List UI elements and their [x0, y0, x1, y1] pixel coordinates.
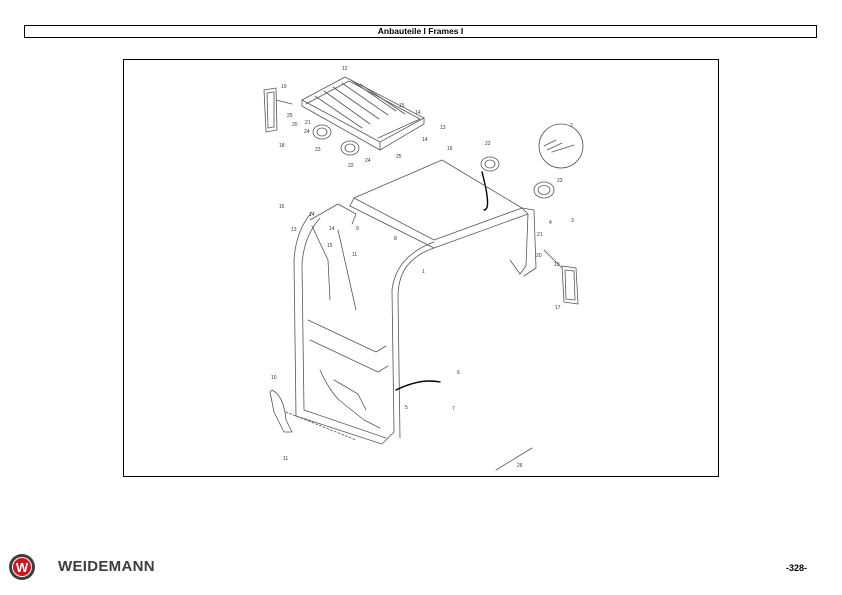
callout-13: 13 — [440, 125, 446, 131]
cab-body — [293, 203, 537, 445]
right-mirror — [543, 249, 579, 305]
callout-22b: 22 — [485, 141, 491, 147]
callout-21: 21 — [305, 120, 311, 126]
callout-25b: 25 — [396, 154, 402, 160]
callout-15b: 15 — [327, 243, 333, 249]
cab-roof — [349, 159, 529, 249]
callout-18: 18 — [279, 143, 285, 149]
callout-20: 20 — [292, 122, 298, 128]
callout-19: 19 — [281, 84, 287, 90]
cab-frame-drawing: 12 19 25 20 21 24 18 23 22 24 25 15 14 1… — [263, 66, 584, 471]
callout-14: 14 — [415, 110, 421, 116]
callout-14c: 14 — [309, 212, 315, 218]
work-lights-top — [312, 124, 360, 156]
callout-24b: 24 — [365, 158, 371, 164]
detail-circle — [538, 123, 584, 169]
callout-12: 12 — [342, 66, 348, 72]
callout-3: 3 — [571, 218, 574, 224]
callout-8: 8 — [394, 236, 397, 242]
callout-22: 22 — [348, 163, 354, 169]
callout-23b: 23 — [557, 178, 563, 184]
brand-name: WEIDEMANN — [58, 558, 155, 575]
callout-16b: 16 — [279, 204, 285, 210]
callout-23: 23 — [315, 147, 321, 153]
work-lights-right — [480, 156, 555, 199]
callout-19b: 19 — [554, 262, 560, 268]
roof-rack — [301, 76, 425, 151]
callout-14b: 14 — [422, 137, 428, 143]
callout-6: 6 — [457, 370, 460, 376]
callout-4: 4 — [549, 220, 552, 226]
callout-25: 25 — [287, 113, 293, 119]
page-title: Anbauteile I Frames I — [24, 25, 817, 38]
callout-7: 7 — [452, 406, 455, 412]
callout-26: 26 — [517, 463, 523, 469]
callout-1: 1 — [422, 269, 425, 275]
callout-13b: 13 — [291, 227, 297, 233]
callout-20b: 20 — [536, 253, 542, 259]
left-mirror — [263, 87, 293, 133]
callout-21b: 21 — [537, 232, 543, 238]
callout-14d: 14 — [329, 226, 335, 232]
page-number: -328- — [786, 563, 808, 573]
callout-15: 15 — [399, 103, 405, 109]
callout-numbers: 12 19 25 20 21 24 18 23 22 24 25 15 14 1… — [271, 66, 574, 469]
callout-16: 16 — [447, 146, 453, 152]
weidemann-logo: W — [8, 553, 36, 581]
callout-10: 10 — [271, 375, 277, 381]
callout-11: 11 — [352, 252, 357, 258]
exploded-parts-drawing: 12 19 25 20 21 24 18 23 22 24 25 15 14 1… — [123, 59, 719, 477]
callout-11b: 11 — [283, 456, 288, 462]
callout-5: 5 — [405, 405, 408, 411]
w-logo-icon: W — [9, 554, 35, 580]
callout-24: 24 — [304, 129, 310, 135]
callout-9: 9 — [356, 226, 359, 232]
callout-17: 17 — [555, 305, 561, 311]
svg-text:W: W — [16, 560, 29, 575]
fender — [269, 389, 357, 441]
callout-2: 2 — [570, 123, 573, 129]
